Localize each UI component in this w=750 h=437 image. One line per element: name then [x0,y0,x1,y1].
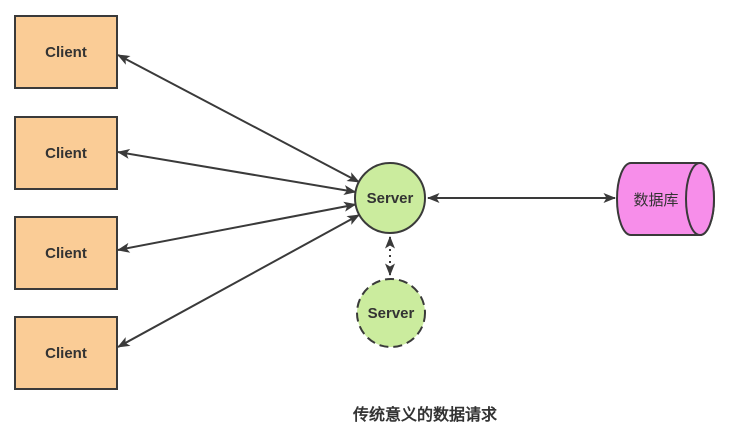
client-node-4: Client [14,316,118,390]
client4-label: Client [45,345,87,362]
client4-server-arrow [117,214,360,348]
server-standby-circle [356,278,426,348]
server-node-standby: Server [356,278,426,348]
server-node-main: Server [354,162,426,234]
client2-label: Client [45,145,87,162]
database-cylinder-face [685,162,715,236]
server-standby-label: Server [368,305,415,322]
client1-label: Client [45,44,87,61]
client2-server-arrow [117,148,357,196]
client3-server-arrow [117,201,357,253]
server-main-label: Server [367,190,414,207]
client1-server-arrow [117,54,360,183]
client1-box [14,15,118,89]
client-node-3: Client [14,216,118,290]
database-label: 数据库 [633,192,678,209]
client2-box [14,116,118,190]
client4-box [14,316,118,390]
client-node-1: Client [14,15,118,89]
database-node: 数据库 [616,162,715,236]
client-node-2: Client [14,116,118,190]
client-server-edges [117,54,360,348]
diagram-caption: 传统意义的数据请求 [352,405,498,424]
server-main-circle [354,162,426,234]
client3-box [14,216,118,290]
client3-label: Client [45,245,87,262]
